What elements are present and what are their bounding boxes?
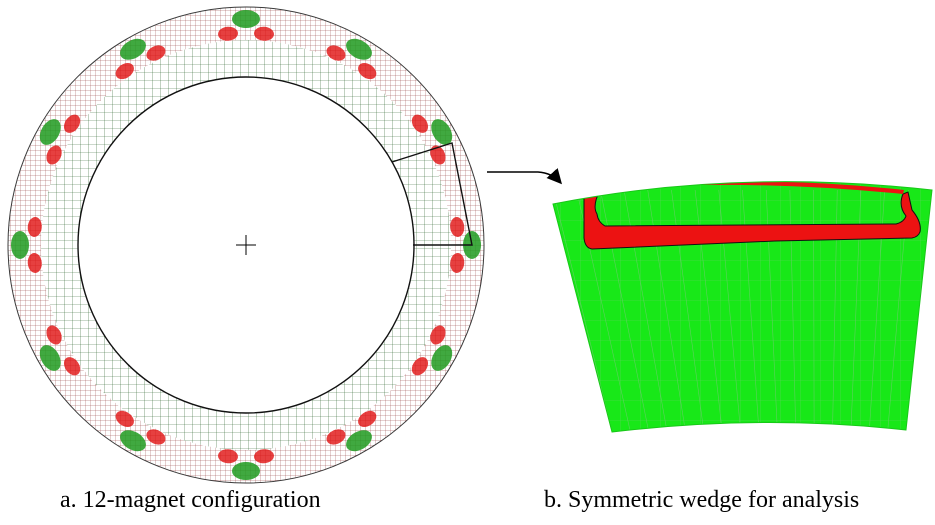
steel-bridge	[120, 38, 146, 60]
magnet-region	[63, 357, 81, 376]
center-mark	[236, 235, 256, 255]
steel-bridge	[232, 10, 260, 28]
wedge-outline	[552, 181, 933, 433]
magnet-region	[63, 114, 81, 133]
magnet-region	[326, 429, 346, 445]
ring-outer-edge	[7, 6, 485, 484]
steel-bridge	[39, 119, 61, 145]
magnet-region	[430, 145, 446, 165]
caption-12-magnet-configuration: a. 12-magnet configuration	[60, 487, 321, 513]
magnet-region	[146, 429, 166, 445]
wedge-magnet	[583, 189, 921, 250]
magnet-region	[46, 145, 62, 165]
steel-bridge	[11, 231, 29, 259]
steel-bridge	[232, 462, 260, 480]
wedge-sector-outline	[391, 142, 473, 246]
magnet-region	[450, 253, 465, 273]
zoom-arrow	[487, 168, 562, 185]
magnet-region	[450, 217, 465, 237]
caption-symmetric-wedge: b. Symmetric wedge for analysis	[544, 487, 860, 513]
magnet-region	[115, 62, 134, 80]
magnet-region	[218, 449, 238, 464]
steel-bridge	[120, 430, 146, 452]
steel-bridge	[431, 119, 453, 145]
magnet-region	[358, 410, 377, 428]
magnet-region	[27, 253, 42, 273]
symmetric-wedge	[553, 181, 932, 432]
magnet-region	[411, 114, 429, 133]
magnet-region	[115, 410, 134, 428]
magnet-region	[27, 217, 42, 237]
magnet-region	[254, 449, 274, 464]
magnet-region	[46, 325, 62, 345]
magnet-region	[218, 26, 238, 41]
magnet-regions	[11, 10, 481, 480]
magnet-region	[326, 45, 346, 61]
magnet-region	[411, 357, 429, 376]
magnet-region	[358, 62, 377, 80]
steel-bridge	[346, 38, 372, 60]
magnet-region	[146, 45, 166, 61]
magnet-region	[254, 26, 274, 41]
steel-bridge	[39, 345, 61, 371]
steel-bridge	[431, 345, 453, 371]
wedge-mesh-line	[553, 189, 613, 432]
steel-bridge	[346, 430, 372, 452]
magnet-region	[430, 325, 446, 345]
